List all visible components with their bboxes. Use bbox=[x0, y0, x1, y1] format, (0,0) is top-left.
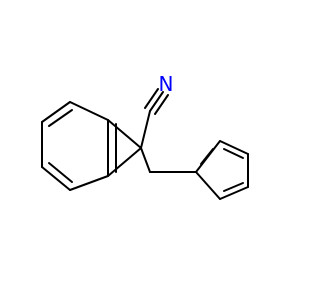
bond bbox=[195, 171, 221, 200]
bond bbox=[107, 147, 142, 177]
bond bbox=[41, 166, 71, 191]
bond bbox=[48, 109, 73, 127]
bond bbox=[223, 148, 244, 159]
bond bbox=[41, 101, 71, 123]
bond bbox=[154, 94, 169, 115]
bond bbox=[144, 88, 159, 109]
bond bbox=[107, 119, 142, 149]
bond bbox=[219, 140, 249, 155]
bond bbox=[149, 91, 164, 112]
bond bbox=[219, 186, 249, 200]
bond bbox=[140, 147, 151, 173]
bond-lines bbox=[41, 88, 249, 200]
bond bbox=[69, 175, 109, 191]
molecule-structure: N bbox=[0, 0, 300, 300]
bond bbox=[69, 101, 109, 121]
bond bbox=[200, 148, 214, 165]
bond bbox=[48, 162, 73, 183]
nitrogen-atom-label: N bbox=[159, 72, 174, 96]
canvas-background bbox=[0, 0, 300, 300]
bond bbox=[140, 110, 151, 149]
bond bbox=[223, 182, 244, 192]
